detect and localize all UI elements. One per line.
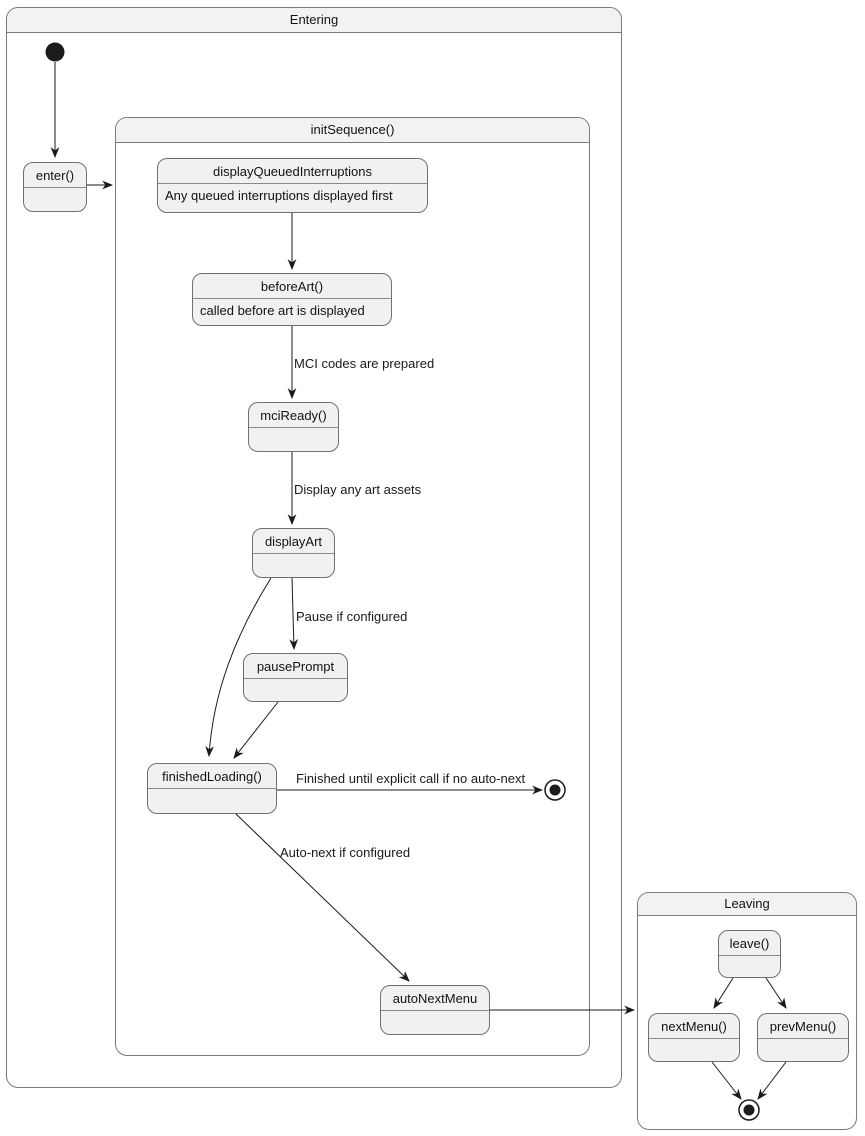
state-enter-title: enter() <box>24 163 86 188</box>
state-prev-menu-title: prevMenu() <box>758 1014 848 1039</box>
state-next-menu: nextMenu() <box>648 1013 740 1062</box>
state-next-menu-title: nextMenu() <box>649 1014 739 1039</box>
state-before-art-title: beforeArt() <box>193 274 391 299</box>
state-leave-body <box>719 956 780 980</box>
state-prev-menu: prevMenu() <box>757 1013 849 1062</box>
state-enter: enter() <box>23 162 87 212</box>
state-display-art-title: displayArt <box>253 529 334 554</box>
state-auto-next-menu: autoNextMenu <box>380 985 490 1035</box>
edge-label-auto-next-if-configured: Auto-next if configured <box>280 845 411 860</box>
edge-label-mci-codes: MCI codes are prepared <box>294 356 435 371</box>
state-pause-prompt-title: pausePrompt <box>244 654 347 679</box>
state-mci-ready-body <box>249 428 338 452</box>
state-pause-prompt-body <box>244 679 347 703</box>
state-pause-prompt: pausePrompt <box>243 653 348 702</box>
state-finished-loading: finishedLoading() <box>147 763 277 814</box>
init-sequence-title: initSequence() <box>116 118 589 143</box>
state-display-queued-interruptions-desc: Any queued interruptions displayed first <box>165 188 393 203</box>
state-mci-ready: mciReady() <box>248 402 339 452</box>
state-leave-title: leave() <box>719 931 780 956</box>
state-display-art-body <box>253 554 334 578</box>
composite-state-init-sequence: initSequence() <box>115 117 590 1056</box>
composite-state-entering: Entering <box>6 7 622 1088</box>
composite-state-leaving: Leaving <box>637 892 857 1130</box>
state-display-queued-interruptions-title: displayQueuedInterruptions <box>158 159 427 184</box>
state-next-menu-body <box>649 1039 739 1063</box>
edge-label-pause-if-configured: Pause if configured <box>296 609 408 624</box>
state-display-art: displayArt <box>252 528 335 578</box>
entering-title: Entering <box>7 8 621 33</box>
state-display-queued-interruptions: displayQueuedInterruptions Any queued in… <box>157 158 428 213</box>
state-leave: leave() <box>718 930 781 978</box>
state-enter-body <box>24 188 86 212</box>
state-auto-next-menu-body <box>381 1011 489 1035</box>
state-finished-loading-body <box>148 789 276 813</box>
state-auto-next-menu-title: autoNextMenu <box>381 986 489 1011</box>
state-before-art-desc: called before art is displayed <box>200 303 365 318</box>
state-mci-ready-title: mciReady() <box>249 403 338 428</box>
state-prev-menu-body <box>758 1039 848 1063</box>
edge-label-display-art-assets: Display any art assets <box>294 482 422 497</box>
state-finished-loading-title: finishedLoading() <box>148 764 276 789</box>
leaving-title: Leaving <box>638 893 856 916</box>
state-before-art: beforeArt() called before art is display… <box>192 273 392 326</box>
edge-label-finished-until-explicit: Finished until explicit call if no auto-… <box>296 771 526 786</box>
